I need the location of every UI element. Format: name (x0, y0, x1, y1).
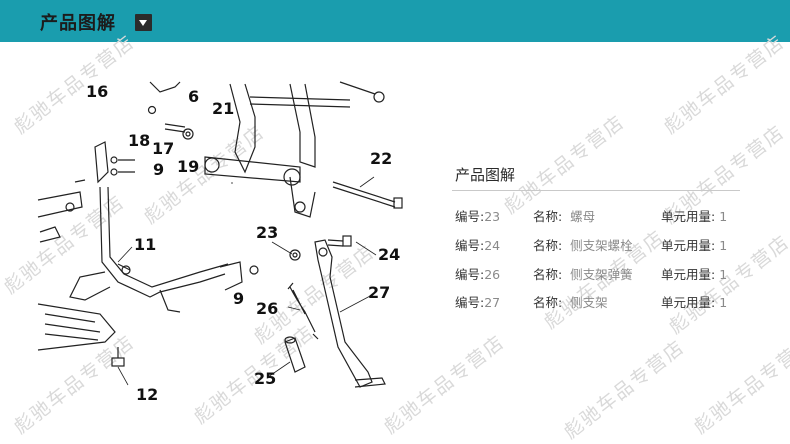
part-qty: 1 (719, 267, 728, 282)
collapse-toggle-icon[interactable] (135, 14, 152, 31)
callout-label: 6 (188, 87, 199, 106)
divider (452, 190, 740, 191)
number-label: 编号: (455, 209, 485, 224)
part-name: 侧支架 (570, 295, 608, 310)
header-title: 产品图解 (40, 13, 116, 34)
callout-label: 24 (378, 245, 400, 264)
part-row: 编号:27 名称: 侧支架 单元用量: 1 (455, 292, 755, 312)
callout-label: 16 (86, 82, 108, 101)
callout-label: 17 (152, 139, 174, 158)
number-label: 编号: (455, 267, 485, 282)
watermark: 彪驰车品专营店 (689, 330, 790, 439)
header-bar: 产品图解 (0, 0, 790, 42)
callout-label: 9 (233, 289, 244, 308)
name-label: 名称: (533, 295, 563, 310)
part-qty: 1 (719, 295, 728, 310)
number-label: 编号: (455, 295, 485, 310)
callout-label: 12 (136, 385, 158, 404)
qty-label: 单元用量: (661, 209, 716, 224)
callout-label: 9 (153, 160, 164, 179)
callout-label: 11 (134, 235, 156, 254)
part-number: 23 (484, 209, 501, 224)
callout-label: 18 (128, 131, 150, 150)
callout-label: 19 (177, 157, 199, 176)
part-number: 27 (484, 295, 501, 310)
qty-label: 单元用量: (661, 295, 716, 310)
watermark: 彪驰车品专营店 (659, 30, 790, 139)
number-label: 编号: (455, 238, 485, 253)
part-number: 24 (484, 238, 501, 253)
watermark: 彪驰车品专营店 (499, 110, 630, 219)
callout-label: 25 (254, 369, 276, 388)
callout-label: 27 (368, 283, 390, 302)
part-number: 26 (484, 267, 501, 282)
panel-title: 产品图解 (455, 166, 516, 184)
callout-label: 23 (256, 223, 278, 242)
part-name: 侧支架弹簧 (570, 267, 633, 282)
name-label: 名称: (533, 209, 563, 224)
watermark: 彪驰车品专营店 (559, 335, 690, 444)
qty-label: 单元用量: (661, 238, 716, 253)
callout-label: 22 (370, 149, 392, 168)
name-label: 名称: (533, 238, 563, 253)
part-row: 编号:26 名称: 侧支架弹簧 单元用量: 1 (455, 264, 755, 284)
part-qty: 1 (719, 209, 728, 224)
parts-exploded-diagram: 16 6 21 18 17 19 9 22 11 23 24 9 26 27 2… (37, 81, 403, 404)
part-qty: 1 (719, 238, 728, 253)
part-row: 编号:23 名称: 螺母 单元用量: 1 (455, 206, 755, 226)
part-name: 螺母 (570, 209, 596, 224)
qty-label: 单元用量: (661, 267, 716, 282)
callout-label: 21 (212, 99, 234, 118)
callout-label: 26 (256, 299, 278, 318)
name-label: 名称: (533, 267, 563, 282)
part-row: 编号:24 名称: 侧支架螺栓 单元用量: 1 (455, 235, 755, 255)
part-name: 侧支架螺栓 (570, 238, 633, 253)
